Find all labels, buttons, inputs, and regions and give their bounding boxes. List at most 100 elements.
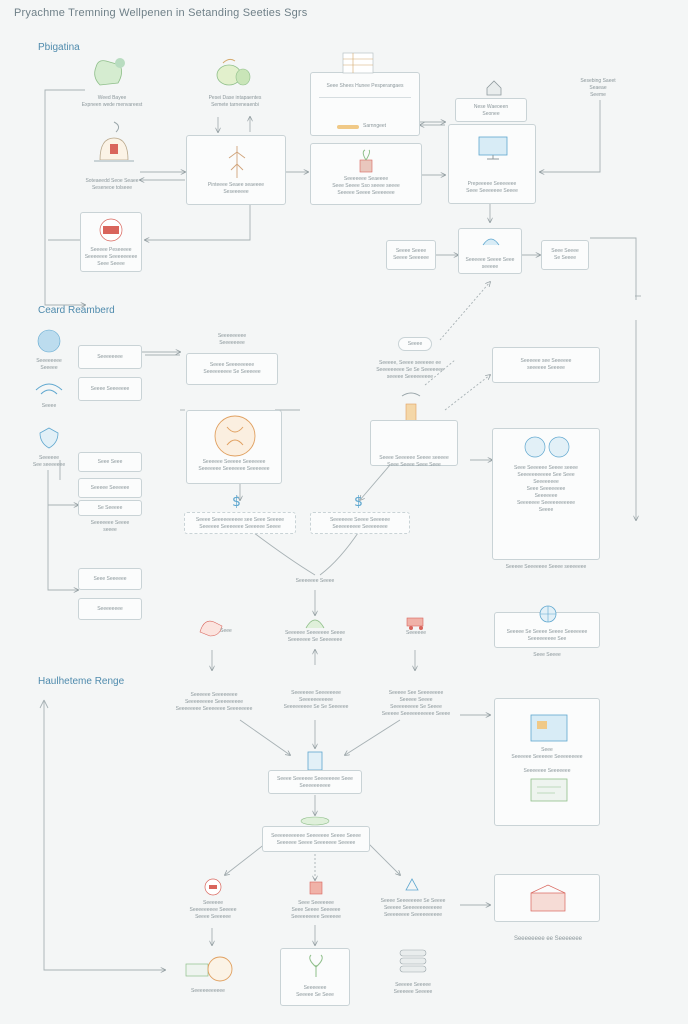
- battery-label: Seeeeeeeeeee: [191, 988, 225, 994]
- screens-panel: Seee Seeeeee Seeeeee Seeeeeeeee Seeeeeee…: [494, 698, 600, 826]
- leaf-icon: [305, 619, 325, 629]
- bottom-2-label: Seee Seeeeeee Seee Seeee Seeeeee Seeeeee…: [291, 900, 341, 920]
- phone-box: Seeee Seeeeee Seeee seeeee Seee Seeee Se…: [370, 420, 458, 468]
- plant-bottom-label: Seeeeeee Seeeee Se Seee: [296, 985, 334, 998]
- right-info-panel: Seee Seeeeee Seeee seeee Seeeeeeeeeee Se…: [492, 428, 600, 560]
- center-top-label: Pinteeee Seaee seaeeee Seseeeeee: [207, 182, 265, 195]
- left-small-label: Seeee Seeee Seeee Seeeeee: [393, 248, 429, 261]
- column-3-text: Seeeee See Seeeeeeee Seeeee Seeee Seeeee…: [381, 690, 451, 717]
- spreadsheet-panel: Seee Shees Hunee Pesperangaes Sarnngeet: [310, 52, 420, 136]
- dollar-right-box: Seeeeeee Seeee Seeeeee Seeeeeeeee Seeeee…: [310, 512, 410, 534]
- flower-label: Seeeeee Seeeee Seeeeeee Seeeeeee Seeeeee…: [198, 459, 270, 472]
- spreadsheet-bar-label: Sarnngeet: [363, 123, 387, 129]
- pin-label: Seeeeee Seeee Seee seeeee: [465, 257, 515, 270]
- stack-box-1-label: Seee Seee: [97, 459, 123, 465]
- s2-box-2: Seeee Seeeeeee: [78, 377, 142, 401]
- box-icon: [309, 881, 323, 895]
- house-icon: [486, 80, 502, 96]
- screen-icon-1: [530, 714, 568, 742]
- gear-box: Seeeee Se Seeee Seeee Seeeeeee Seeeeeeee…: [494, 605, 600, 648]
- section-heading-3: Haulheteme Renge: [38, 676, 125, 687]
- stack-box-3: Se Seeeee: [78, 500, 142, 516]
- hub-box: Seeee Seeeeee Seeeeeeee Seee Seeeeeeeeee: [268, 770, 362, 794]
- sprout-icon: [309, 954, 323, 977]
- provider-box: Seeeeee see Seeeeee seeeeee Seeeee: [492, 347, 600, 383]
- truck-label: Seeeee Peseeeee Seeeeeee Seeeeeeeee Seee…: [84, 247, 138, 267]
- right-info-caption: Seeeee Seeeeeee Seeee seeeeeee: [505, 564, 587, 570]
- hand-label: Seee: [220, 628, 232, 634]
- figure-icon: [228, 146, 246, 178]
- pin-icon: [482, 238, 500, 246]
- screens-label: Seee Seeeeee Seeeeee Seeeeeeeee Seeeeeee…: [511, 747, 583, 774]
- right-small-box: Seee Seeee Se Seeee: [541, 240, 589, 270]
- car-icon: [406, 617, 424, 630]
- stack-box-4-label: Seee Seeeeee: [93, 576, 127, 582]
- spreadsheet-icon: [342, 52, 374, 74]
- mid-right-text: Seeeee, Seeee seeeeee ee Seeeeeeeee Se S…: [376, 360, 444, 380]
- gear-box-label: Seeeee Se Seeee Seeee Seeeeeee Seeeeeeee…: [506, 629, 588, 642]
- s2-box-2-label: Seeee Seeeeeee: [90, 386, 130, 392]
- shield-icon: [39, 427, 59, 449]
- stack-disc-label: Seeeee Seeeee Seeeeee Seeeee: [393, 982, 433, 995]
- cloud-icon: [300, 816, 330, 826]
- car-label: Seeeeee: [405, 630, 427, 636]
- lab-caption: Seeeeeeee ee Seeeeeee: [513, 936, 583, 942]
- plant-box: Seeeeeee Seaeeee Seee Seeee Sso seeee se…: [310, 143, 422, 205]
- monitor-box: Prepeeeee Seeeeeee Seee Seeeeeee Seeee: [448, 124, 536, 204]
- column-2-text: Seeeeeee Seeeeeeee Seeeeeeeeeee Seeeeeee…: [283, 690, 349, 710]
- speech-bubble: Seeee: [398, 337, 432, 351]
- badge-icon: [204, 878, 222, 896]
- center-top-box: Pinteeee Seaee seaeeee Seseeeeee: [186, 135, 286, 205]
- curve-label: Seeeeeee Seeee: [295, 578, 335, 584]
- provider-label: Seeeeee see Seeeeee seeeeee Seeeee: [520, 358, 572, 371]
- leaf-label: Seeeeee Seeeeeee Seeee Seeeeeee Se Seeee…: [284, 630, 346, 643]
- svg-text:$: $: [232, 494, 241, 510]
- lower-mid-box: Seeeeeeeeeee Seeeeeee Seeee Seeee Seeeee…: [262, 826, 370, 852]
- pears-icon: [216, 58, 251, 86]
- right-small-label: Seee Seeee Se Seeee: [551, 248, 579, 261]
- wifi-label: Seeee: [41, 403, 57, 409]
- dollar-left-box: Seeee Seeeeeeeeee see Seee Seeeee Seeeee…: [184, 512, 296, 534]
- bottom-1-label: Seeeeee Seeeeeeeee Seeeee Seeee Seeeeee: [189, 900, 237, 920]
- stack-note: Seeeeeee Seeee seeee: [90, 520, 130, 533]
- stack-box-5: Seeeeeeee: [78, 598, 142, 620]
- wifi-icon: [35, 383, 63, 395]
- stack-box-4: Seee Seeeeee: [78, 568, 142, 590]
- stack-box-2-label: Seeeee Seeeeee: [90, 485, 130, 491]
- stack-box-2: Seeeee Seeeeee: [78, 478, 142, 498]
- dollar-icon-right: $: [354, 494, 363, 510]
- stack-box-1: Seee Seee: [78, 452, 142, 472]
- right-info-text: Seee Seeeeee Seeee seeee Seeeeeeeeeee Se…: [514, 465, 578, 513]
- pin-box: Seeeeee Seeee Seee seeeee: [458, 228, 522, 274]
- shopping-bag-icon: [94, 58, 125, 86]
- section-heading-1: Pbigatina: [38, 42, 80, 53]
- house-label: Nese Waeoeen Seonee: [473, 104, 509, 117]
- lower-mid-label: Seeeeeeeeeee Seeeeeee Seeee Seeee Seeeee…: [271, 833, 361, 846]
- progress-bar: [337, 125, 359, 129]
- s2-box-3-label: Seeee Seeeeeeeee Seeeeeeeee Se Seeeeee: [203, 362, 261, 375]
- document-icon: [307, 751, 323, 771]
- stack-disc-icon: [399, 949, 427, 973]
- hand-icon: [199, 620, 223, 637]
- s2-box-3-heading: Seeeeeeeee Seeeeeeee: [217, 333, 247, 346]
- hub-label: Seeee Seeeeee Seeeeeeee Seee Seeeeeeeeee: [277, 776, 353, 789]
- monitor-label: Prepeeeee Seeeeeee Seee Seeeeeee Seeee: [466, 181, 518, 194]
- diagram-title: Pryachme Tremning Wellpenen in Setanding…: [14, 7, 308, 19]
- truck-icon: [99, 218, 123, 242]
- section-heading-2: Ceard Reamberd: [38, 305, 115, 316]
- dollar-left-label: Seeee Seeeeeeeeee see Seee Seeeee Seeeee…: [195, 517, 285, 530]
- gear-icon: [539, 605, 557, 623]
- screen-icon-2: [530, 778, 568, 802]
- spreadsheet-heading: Seee Shees Hunee Pesperangaes: [326, 83, 404, 89]
- lab-box: [494, 874, 600, 922]
- battery-icon: [185, 956, 233, 982]
- s2-box-1-label: Seeeeeeee: [97, 354, 123, 360]
- shield-label: Seeeeee See seeeeeee: [32, 455, 66, 468]
- potted-plant-icon: [359, 149, 373, 173]
- arrow-up-icon: [405, 878, 419, 891]
- flower-box: Seeeeee Seeeee Seeeeeee Seeeeeee Seeeeee…: [186, 410, 282, 484]
- flower-icon: [214, 415, 256, 457]
- s2-box-3: Seeee Seeeeeeeee Seeeeeeeee Se Seeeeee: [186, 353, 278, 385]
- stack-box-3-label: Se Seeeee: [97, 505, 123, 511]
